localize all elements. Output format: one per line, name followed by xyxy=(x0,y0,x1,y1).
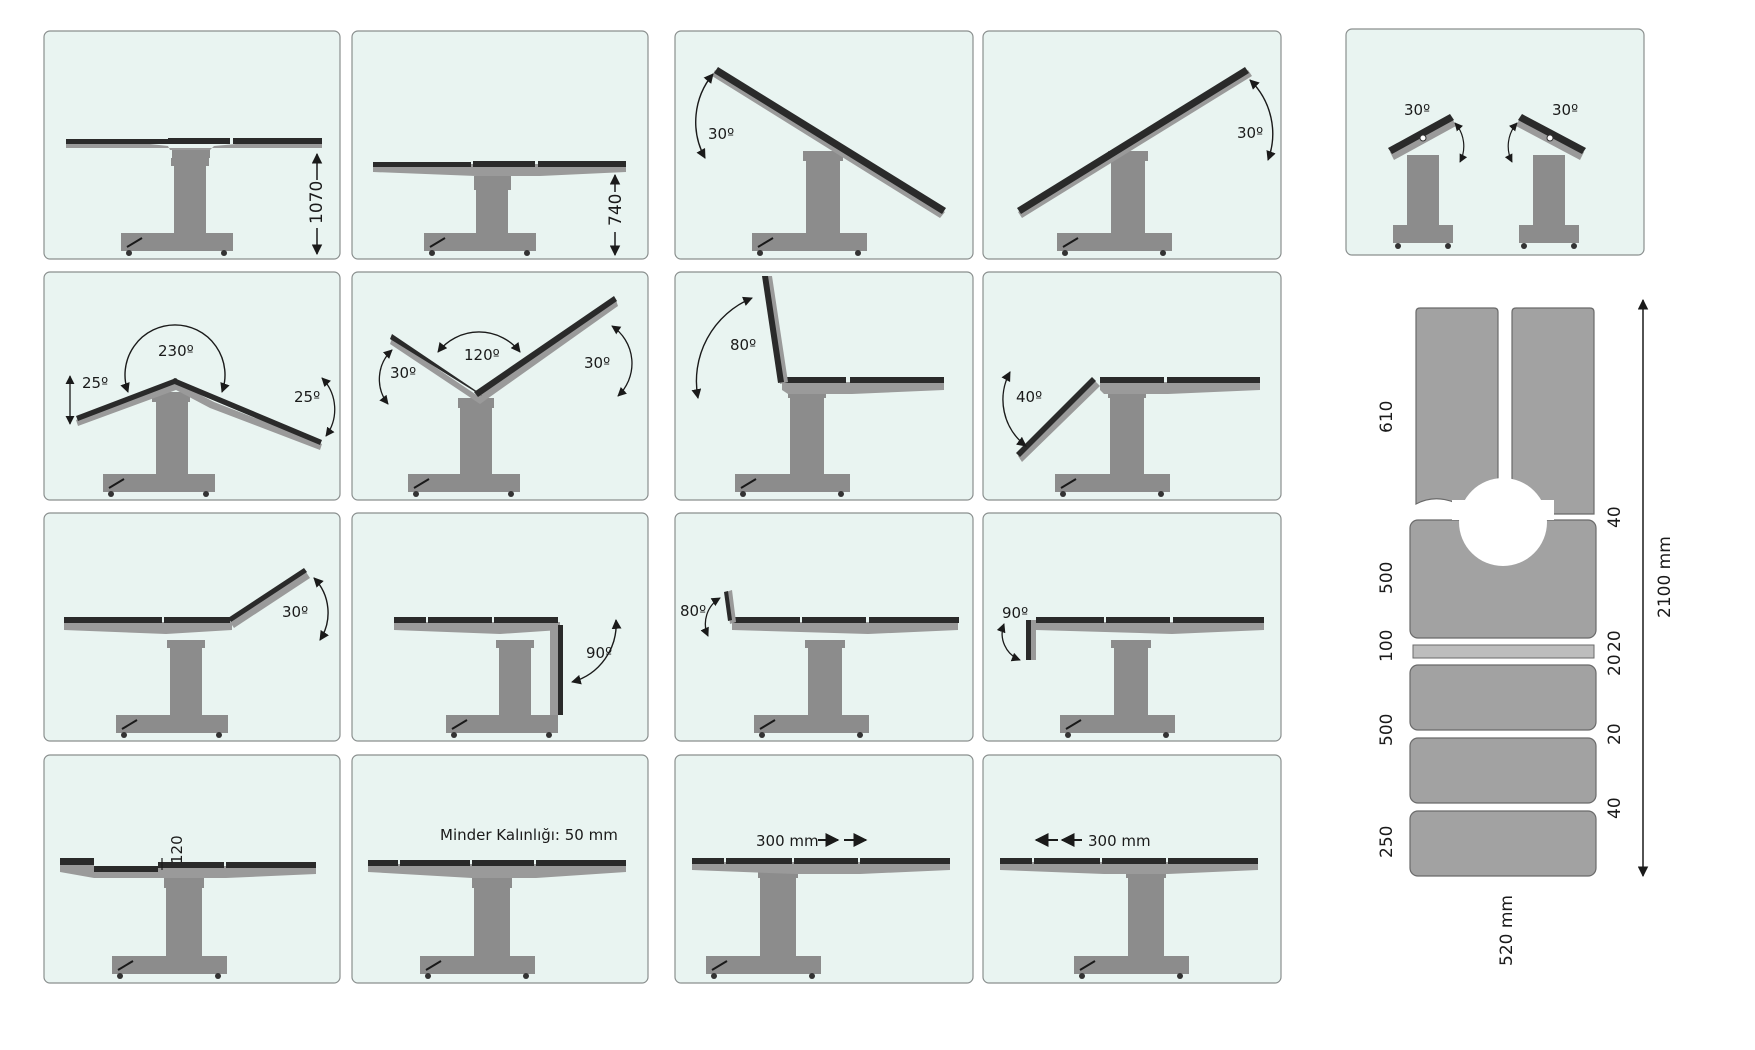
panel-lateral-tilt: 30º 30º xyxy=(1345,28,1645,256)
section-length-foot: 250 xyxy=(1377,826,1397,858)
angle-label-center: 120º xyxy=(464,346,500,364)
angle-label-left: 25º xyxy=(82,374,108,392)
angle-label: 90º xyxy=(586,644,612,662)
angle-label-right: 30º xyxy=(584,354,610,372)
panel-flex: 230º 25º 25º xyxy=(43,271,341,501)
panel-head-down: 90º xyxy=(982,512,1282,742)
slide-label: 300 mm xyxy=(756,832,819,850)
slide-label: 300 mm xyxy=(1088,832,1151,850)
angle-label: 30º xyxy=(282,603,308,621)
panel-trendelenburg: 30º xyxy=(674,30,974,260)
angle-label: 80º xyxy=(680,602,706,620)
dimension-height-max: 1070 xyxy=(307,181,327,224)
gap-label: 20 xyxy=(1605,630,1625,652)
pad-thickness-label: Minder Kalınlığı: 50 mm xyxy=(440,826,618,844)
angle-label: 30º xyxy=(1237,124,1263,142)
section-length-head: 610 xyxy=(1377,401,1397,433)
angle-label-left: 30º xyxy=(390,364,416,382)
total-width-label: 520 mm xyxy=(1497,895,1517,966)
angle-label-center: 230º xyxy=(158,342,194,360)
panel-slide-left: 300 mm xyxy=(982,754,1282,984)
panel-back-up: 80º xyxy=(674,271,974,501)
panel-reverse-trendelenburg: 30º xyxy=(982,30,1282,260)
panel-head-up: 80º xyxy=(674,512,974,742)
panel-min-height: 740 xyxy=(351,30,649,260)
panel-leg-down: 90º xyxy=(351,512,649,742)
panel-back-down: 40º xyxy=(982,271,1282,501)
section-length-seat: 500 xyxy=(1377,714,1397,746)
gap-label: 40 xyxy=(1605,797,1625,819)
angle-label: 80º xyxy=(730,336,756,354)
section-length-bridge: 100 xyxy=(1377,630,1397,662)
section-length-back: 500 xyxy=(1377,562,1397,594)
gap-label: 20 xyxy=(1605,654,1625,676)
gap-label: 20 xyxy=(1605,723,1625,745)
angle-label-right: 25º xyxy=(294,388,320,406)
top-view-diagram: 610 500 100 500 250 40 20 20 20 40 2100 … xyxy=(1377,298,1675,966)
gap-label: 40 xyxy=(1605,506,1625,528)
dimension-label: 120 xyxy=(168,835,186,864)
dimension-height-min: 740 xyxy=(606,194,626,226)
panel-pad-thickness: Minder Kalınlığı: 50 mm xyxy=(351,754,649,984)
angle-label: 90º xyxy=(1002,604,1028,622)
angle-label: 30º xyxy=(1552,101,1578,119)
panel-leg-up: 30º xyxy=(43,512,341,742)
panel-reflex: 120º 30º 30º xyxy=(351,271,649,501)
panel-max-height: 1070 xyxy=(43,30,341,260)
panel-slide-right: 300 mm xyxy=(674,754,974,984)
total-length-label: 2100 mm xyxy=(1655,536,1675,618)
angle-label: 30º xyxy=(708,125,734,143)
angle-label: 40º xyxy=(1016,388,1042,406)
panel-kidney-bridge: 120 xyxy=(43,754,341,984)
angle-label: 30º xyxy=(1404,101,1430,119)
